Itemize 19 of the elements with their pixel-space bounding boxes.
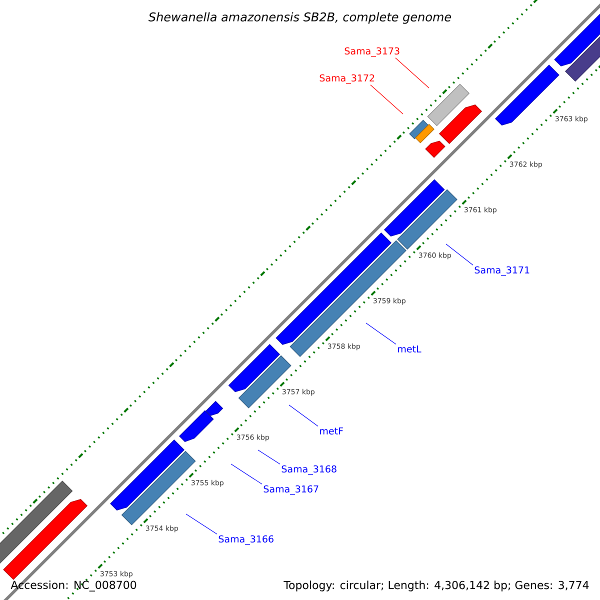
gene-label: metL (398, 345, 422, 353)
title: Shewanella amazonensis SB2B, complete genome (148, 12, 452, 24)
info-text: Topology: circular; Length: 4,306,142 bp; Genes: 3,774 (284, 580, 589, 592)
gene-label: Sama_3167 (264, 485, 318, 495)
gene-label: Sama_3173 (344, 47, 400, 57)
gene-label: metF (320, 427, 343, 435)
gene-label: Sama_3172 (320, 74, 374, 84)
leader-line (258, 450, 280, 464)
gene-label: Sama_3168 (282, 465, 336, 475)
gene-label: Sama_3166 (218, 535, 274, 545)
leader-line (446, 244, 474, 266)
leader-line (395, 58, 430, 88)
gene-label: Sama_3171 (474, 266, 530, 276)
leader-line (366, 322, 396, 345)
info-text: Accession: NC_008700 (10, 580, 136, 592)
leader-line (186, 514, 218, 534)
leader-line (370, 84, 404, 114)
leader-line (288, 404, 318, 427)
leader-line (230, 464, 262, 484)
